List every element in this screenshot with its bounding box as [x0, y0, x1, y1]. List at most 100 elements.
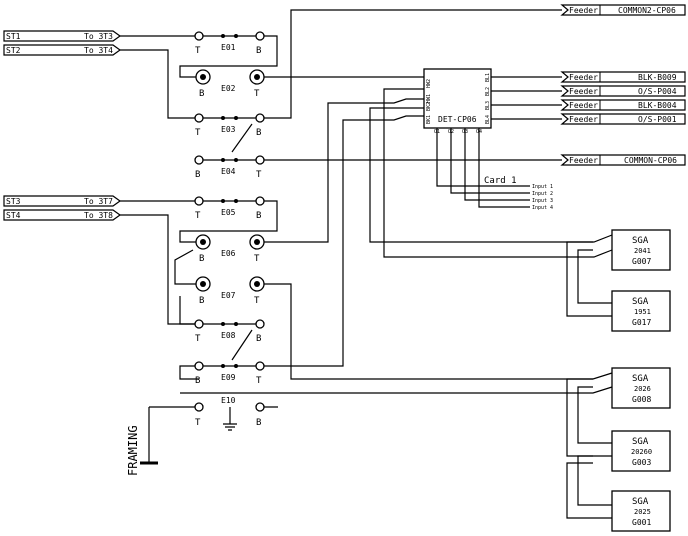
- jack-b: B: [195, 170, 200, 180]
- sga-title: SGA: [632, 236, 649, 246]
- sga-code: G017: [632, 318, 651, 327]
- feeder-tag: Feeder: [569, 156, 598, 165]
- card-input-1: Input 1: [532, 184, 553, 190]
- jack-row-e05: E05 T B: [194, 196, 265, 221]
- input-st4-label: ST4: [6, 211, 21, 220]
- framing: FRAMING: [126, 425, 158, 476]
- jack-b: B: [256, 211, 261, 221]
- jack-t: T: [195, 46, 201, 56]
- sga-number: 20260: [631, 448, 652, 456]
- input-st2: ST2 To 3T4: [3, 44, 122, 56]
- sga-2026: SGA 2026 G008: [611, 367, 671, 409]
- input-st3-dest: To 3T7: [84, 197, 113, 206]
- jack-row-e09: E09 B T: [194, 361, 265, 386]
- jack-b: B: [199, 89, 204, 99]
- detector-pin-bl2: BL2: [485, 87, 491, 96]
- input-st1-label: ST1: [6, 32, 21, 41]
- feeder-name: BLK-B009: [638, 73, 677, 82]
- card-input-3: Input 3: [532, 198, 553, 204]
- feeder-os-p001: Feeder O/S-P001: [560, 113, 686, 125]
- jack-label-e02: E02: [221, 84, 236, 93]
- feeder-name: COMMON2-CP06: [618, 6, 676, 15]
- jack-b: B: [256, 418, 261, 428]
- sga-title: SGA: [632, 437, 649, 447]
- input-st3: ST3 To 3T7: [3, 195, 122, 207]
- sga-1951: SGA 1951 G017: [611, 290, 671, 332]
- detector-pin-o3: O3: [462, 129, 468, 135]
- feeder-tag: Feeder: [569, 73, 598, 82]
- detector-pin-o4: O4: [476, 129, 482, 135]
- feeder-tag: Feeder: [569, 87, 598, 96]
- jack-row-e06: E06 B T: [195, 234, 265, 264]
- sga-number: 2026: [634, 385, 651, 393]
- jack-row-e07: E07 B T: [195, 276, 265, 306]
- card-input-4: Input 4: [532, 205, 553, 211]
- jack-label-e06: E06: [221, 249, 236, 258]
- sga-number: 2041: [634, 247, 651, 255]
- jack-b: B: [256, 128, 261, 138]
- feeder-blk-b009: Feeder BLK-B009: [560, 71, 686, 83]
- jack-b: B: [195, 376, 200, 386]
- sga-title: SGA: [632, 297, 649, 307]
- detector-pin-bl1: BL1: [485, 73, 491, 82]
- sga-title: SGA: [632, 497, 649, 507]
- jack-label-e08: E08: [221, 331, 236, 340]
- sga-code: G007: [632, 257, 651, 266]
- jack-t: T: [254, 89, 260, 99]
- input-st4: ST4 To 3T8: [3, 209, 122, 221]
- feeder-tag: Feeder: [569, 115, 598, 124]
- feeder-tag: Feeder: [569, 6, 598, 15]
- jack-label-e04: E04: [221, 167, 236, 176]
- sga-title: SGA: [632, 374, 649, 384]
- sga-code: G003: [632, 458, 651, 467]
- feeder-tag: Feeder: [569, 101, 598, 110]
- feeder-name: BLK-B004: [638, 101, 677, 110]
- detector-pin-o1: O1: [434, 129, 440, 135]
- feeder-name: O/S-P004: [638, 87, 677, 96]
- jack-b: B: [199, 296, 204, 306]
- input-st1: ST1 To 3T3: [3, 30, 122, 42]
- feeder-name: O/S-P001: [638, 115, 677, 124]
- feeder-common-cp06: Feeder COMMON-CP06: [560, 154, 686, 166]
- jack-row-e01: E01 T B: [194, 31, 265, 56]
- feeder-os-p004: Feeder O/S-P004: [560, 85, 686, 97]
- detector-det-cp06: DET-CP06 HW2 HW1 BK2 BK1 BL1 BL2 BL3 BL4…: [423, 68, 492, 135]
- jack-t: T: [254, 296, 260, 306]
- jack-row-e10: E10 T B: [194, 396, 265, 428]
- jack-label-e09: E09: [221, 373, 236, 382]
- jack-label-e05: E05: [221, 208, 236, 217]
- detector-pin-bk1: BK1: [426, 115, 432, 124]
- jack-b: B: [199, 254, 204, 264]
- jack-t: T: [195, 128, 201, 138]
- jack-row-e03: E03 T B: [194, 113, 265, 138]
- ground-icon: [223, 407, 237, 431]
- jack-label-e07: E07: [221, 291, 236, 300]
- input-st1-dest: To 3T3: [84, 32, 113, 41]
- wiring: [120, 9, 613, 519]
- detector-pin-bl4: BL4: [485, 115, 491, 124]
- jack-label-e10: E10: [221, 396, 236, 405]
- sga-2025: SGA 2025 G001: [611, 490, 671, 532]
- detector-pin-bk2: BK2: [426, 102, 432, 111]
- jack-label-e03: E03: [221, 125, 236, 134]
- sga-20260: SGA 20260 G003: [611, 430, 671, 472]
- jack-t: T: [195, 418, 201, 428]
- feeder-name: COMMON-CP06: [624, 156, 677, 165]
- jack-t: T: [256, 170, 262, 180]
- detector-pin-o2: O2: [448, 129, 454, 135]
- jack-label-e01: E01: [221, 43, 236, 52]
- jack-t: T: [195, 334, 201, 344]
- sga-code: G008: [632, 395, 651, 404]
- jack-b: B: [256, 334, 261, 344]
- sga-2041: SGA 2041 G007: [611, 229, 671, 271]
- input-st2-label: ST2: [6, 46, 21, 55]
- jack-row-e08: E08 T B: [194, 319, 265, 344]
- input-st3-label: ST3: [6, 197, 21, 206]
- jack-row-e02: E02 B T: [195, 69, 265, 99]
- detector-pin-bl3: BL3: [485, 101, 491, 110]
- framing-label: FRAMING: [126, 425, 140, 476]
- jack-t: T: [256, 376, 262, 386]
- detector-pin-hw2: HW2: [426, 79, 432, 88]
- card-title: Card 1: [484, 176, 517, 186]
